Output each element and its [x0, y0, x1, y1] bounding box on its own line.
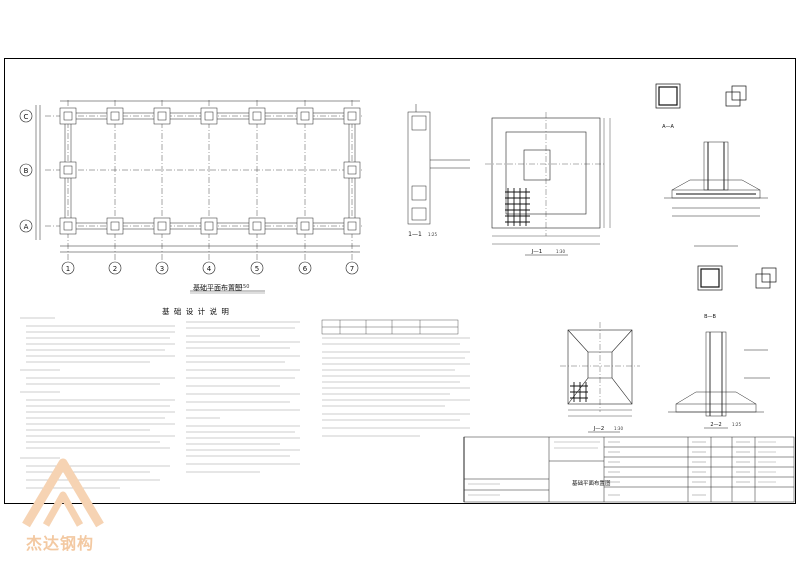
- axis-label-1: 1: [66, 265, 70, 273]
- footing-j2-label: J—2: [593, 426, 605, 432]
- title-block-drawing-name: 基础平面布置图: [572, 481, 611, 487]
- axis-label-a: A: [24, 223, 29, 231]
- section-1-1: [407, 104, 470, 225]
- footing-j1-elevation: [664, 141, 768, 217]
- watermark-text: 杰达钢构: [26, 534, 95, 553]
- column-section-b-b: [697, 265, 777, 291]
- footing-j1-plan: [485, 112, 606, 236]
- footing-pads: [59, 107, 361, 235]
- footing-j2-plan: [560, 322, 640, 412]
- axis-label-4: 4: [207, 265, 212, 273]
- design-notes-text: [20, 317, 470, 489]
- section-2-2: [668, 331, 770, 417]
- footing-j1-scale: 1:30: [556, 249, 565, 254]
- plan-title: 基础平面布置图: [193, 284, 242, 292]
- section-a-a-label: A—A: [662, 124, 674, 130]
- axis-bubbles: [19, 109, 359, 275]
- axis-label-6: 6: [303, 265, 308, 273]
- section-1-1-label: 1—1: [408, 231, 422, 238]
- axis-label-2: 2: [113, 265, 117, 273]
- axis-label-c: C: [24, 113, 29, 121]
- drawing-border: [4, 58, 796, 504]
- axis-label-3: 3: [160, 265, 164, 273]
- axis-label-5: 5: [255, 265, 259, 273]
- section-1-1-scale: 1:25: [428, 232, 437, 237]
- axis-label-b: B: [24, 167, 29, 175]
- company-watermark-logo: [22, 458, 104, 528]
- design-notes-title: 基 础 设 计 说 明: [162, 307, 230, 316]
- section-2-2-scale: 1:25: [732, 422, 741, 427]
- title-block: [463, 436, 795, 503]
- footing-j2-rebar-grid: [570, 382, 588, 402]
- section-2-2-label: 2—2: [710, 422, 721, 428]
- plan-scale: 1:150: [235, 284, 250, 290]
- rebar-table: [321, 319, 459, 335]
- footing-j1-label: J—1: [531, 249, 543, 255]
- footing-j2-scale: 1:30: [614, 426, 623, 431]
- column-section-a-a: [655, 83, 747, 109]
- title-block-text-lines: [468, 441, 776, 496]
- section-b-b-label: B—B: [704, 314, 716, 320]
- footing-j1-rebar-grid: [505, 188, 530, 226]
- axis-label-7: 7: [350, 265, 354, 273]
